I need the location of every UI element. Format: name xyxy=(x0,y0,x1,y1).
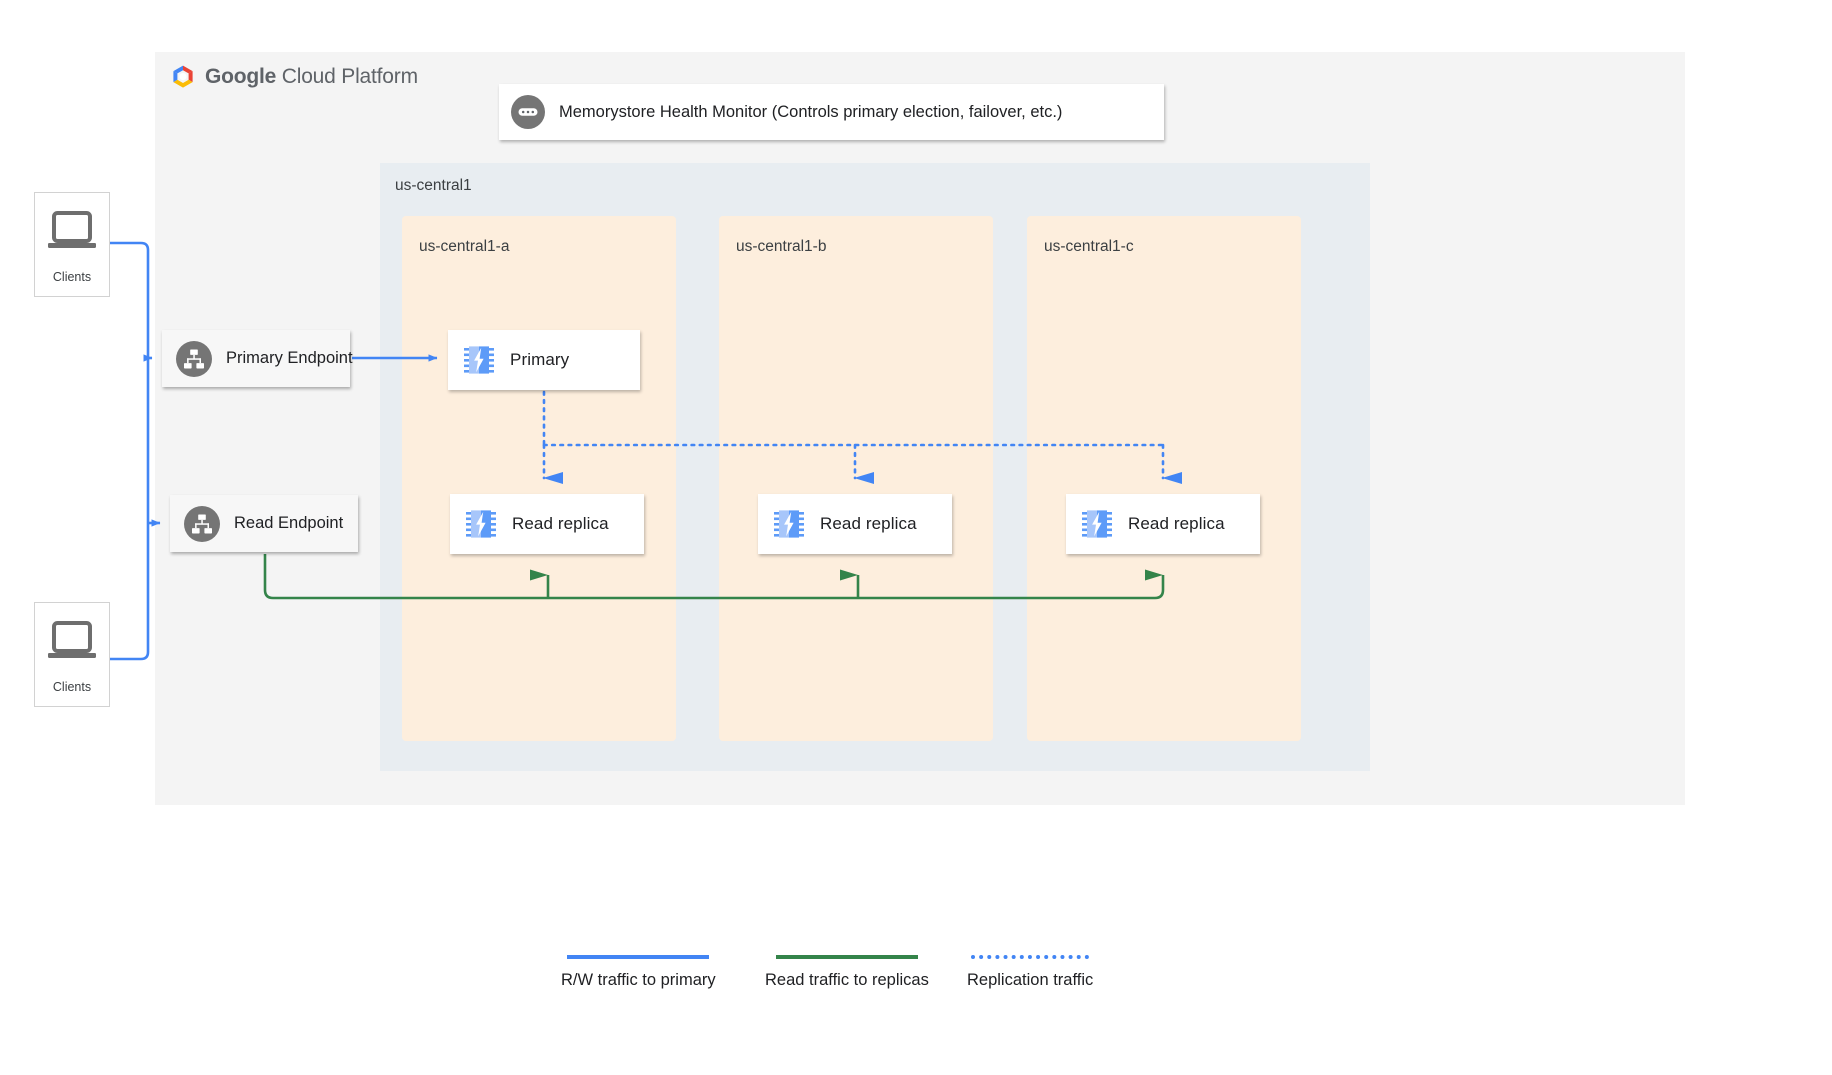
memorystore-chip-icon xyxy=(466,510,496,538)
gcp-logo: Google Cloud Platform xyxy=(170,63,418,91)
laptop-icon xyxy=(48,211,96,248)
node-read-replica-c[interactable]: Read replica xyxy=(1066,494,1260,554)
primary-endpoint-label: Primary Endpoint xyxy=(226,349,353,367)
client-label-bottom: Clients xyxy=(52,680,92,694)
node-primary-label: Primary xyxy=(510,350,570,369)
node-primary[interactable]: Primary xyxy=(448,330,640,390)
memorystore-chip-icon xyxy=(774,510,804,538)
zone-box-us-central1-a: us-central1-a xyxy=(402,216,676,741)
endpoint-hierarchy-icon xyxy=(176,340,212,377)
client-label-top: Clients xyxy=(52,270,92,284)
zone-box-us-central1-c: us-central1-c xyxy=(1027,216,1301,741)
legend-label-rw: R/W traffic to primary xyxy=(561,971,716,989)
client-card-bottom[interactable]: Clients xyxy=(34,602,110,707)
legend-label-replication: Replication traffic xyxy=(967,971,1094,989)
zone-label-a: us-central1-a xyxy=(419,238,510,255)
legend-item-read-traffic: Read traffic to replicas xyxy=(765,955,929,990)
zone-label-b: us-central1-b xyxy=(736,238,827,255)
primary-endpoint-card[interactable]: Primary Endpoint xyxy=(162,330,353,387)
node-read-replica-b[interactable]: Read replica xyxy=(758,494,952,554)
gcp-logo-cloudplatform: Cloud Platform xyxy=(276,65,418,88)
legend-swatch-rw xyxy=(567,955,710,959)
node-read-replica-a[interactable]: Read replica xyxy=(450,494,644,554)
node-read-replica-c-label: Read replica xyxy=(1128,514,1225,533)
client-bus-line xyxy=(110,241,150,661)
memorystore-health-monitor-icon xyxy=(511,95,545,129)
client-card-top[interactable]: Clients xyxy=(34,192,110,297)
gcp-logo-google: Google xyxy=(205,65,277,88)
read-endpoint-label: Read Endpoint xyxy=(234,514,344,532)
node-read-replica-b-label: Read replica xyxy=(820,514,917,533)
health-monitor-label: Memorystore Health Monitor (Controls pri… xyxy=(559,102,1063,121)
endpoint-hierarchy-icon xyxy=(184,505,220,542)
zone-label-c: us-central1-c xyxy=(1044,238,1134,255)
memorystore-chip-icon xyxy=(1082,510,1112,538)
google-cloud-hexagon-icon xyxy=(173,65,193,88)
region-label: us-central1 xyxy=(395,177,472,194)
memorystore-chip-icon xyxy=(464,346,494,374)
legend-swatch-read xyxy=(775,955,918,959)
legend: R/W traffic to primary Read traffic to r… xyxy=(0,955,1832,1015)
legend-label-read: Read traffic to replicas xyxy=(765,971,929,989)
legend-item-rw-traffic: R/W traffic to primary xyxy=(561,955,716,990)
legend-swatch-replication xyxy=(971,955,1090,959)
legend-item-replication-traffic: Replication traffic xyxy=(967,955,1093,990)
gcp-logo-text: Google Cloud Platform xyxy=(205,65,418,89)
zone-box-us-central1-b: us-central1-b xyxy=(719,216,993,741)
health-monitor-card: Memorystore Health Monitor (Controls pri… xyxy=(499,84,1164,140)
laptop-icon xyxy=(48,621,96,658)
read-endpoint-card[interactable]: Read Endpoint xyxy=(170,495,358,552)
node-read-replica-a-label: Read replica xyxy=(512,514,609,533)
